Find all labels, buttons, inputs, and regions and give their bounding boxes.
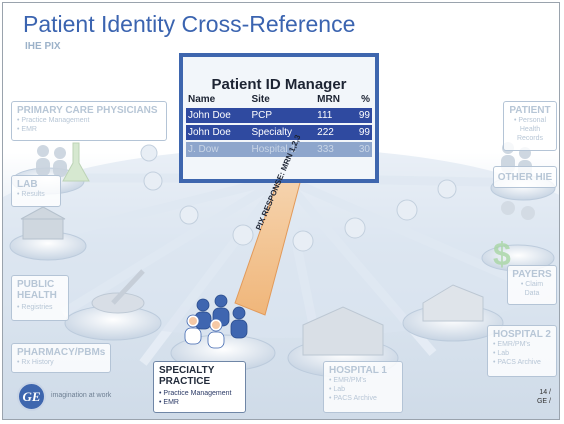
table-row: J. Dow Hospital 1 333 30 <box>186 140 372 157</box>
other-hie-heading: OTHER HIE <box>497 172 553 183</box>
hospital2-heading: HOSPITAL 2 <box>493 329 551 340</box>
specialty-heading-1: SPECIALTY <box>159 365 215 376</box>
table-row: John Doe Specialty 222 99 <box>186 123 372 141</box>
hospital1-item-2: • Lab <box>329 386 346 393</box>
pcp-box: PRIMARY CARE PHYSICIANS • Practice Manag… <box>11 101 167 141</box>
table-row: John Doe PCP 111 99 <box>186 106 372 124</box>
payers-item-2: Data <box>524 290 540 297</box>
public-health-heading-1: PUBLIC <box>17 279 55 290</box>
public-health-box: PUBLIC HEALTH • Registries <box>11 275 69 321</box>
public-health-heading-2: HEALTH <box>17 290 57 301</box>
cell-mrn: 111 <box>315 106 352 124</box>
footer-tagline: imagination at work <box>51 392 112 399</box>
specialty-item-1: • Practice Management <box>159 390 232 397</box>
cell-name: J. Dow <box>186 140 250 157</box>
ge-logo-icon: GE <box>17 382 46 411</box>
patient-item-2: Health <box>519 126 541 133</box>
pcp-item-1: • Practice Management <box>17 117 90 124</box>
cell-site: PCP <box>249 106 316 124</box>
col-pct: % <box>361 94 370 105</box>
cell-mrn: 222 <box>315 123 352 141</box>
pharmacy-item-1: • Rx History <box>17 359 54 366</box>
page-number-line-1: 14 / <box>539 389 551 396</box>
hospital2-box: HOSPITAL 2 • EMR/PM's • Lab • PACS Archi… <box>487 325 557 377</box>
patient-heading: PATIENT <box>509 105 551 116</box>
pharmacy-heading: PHARMACY/PBMs <box>17 347 106 358</box>
cell-pct: 99 <box>351 106 372 124</box>
slide-subtitle: IHE PIX <box>25 41 61 52</box>
hospital2-item-2: • Lab <box>493 350 510 357</box>
col-mrn: MRN <box>317 94 340 105</box>
hospital1-item-3: • PACS Archive <box>329 395 377 402</box>
pcp-item-2: • EMR <box>17 126 37 133</box>
cell-site: Specialty <box>249 123 316 141</box>
specialty-item-2: • EMR <box>159 399 179 406</box>
hospital1-item-1: • EMR/PM's <box>329 377 367 384</box>
page-number: 14 / GE / <box>525 388 551 406</box>
patient-box: PATIENT • Personal Health Records <box>503 101 557 151</box>
hospital1-box: HOSPITAL 1 • EMR/PM's • Lab • PACS Archi… <box>323 361 403 413</box>
pharmacy-box: PHARMACY/PBMs • Rx History <box>11 343 111 373</box>
pcp-heading: PRIMARY CARE PHYSICIANS <box>17 105 158 116</box>
col-site: Site <box>251 94 270 105</box>
slide: $ Patient Identity Cross-Reference IHE P… <box>2 2 560 420</box>
page-number-line-2: GE / <box>536 398 551 405</box>
manager-table: Name Site MRN % John Doe PCP 111 99 John… <box>186 93 372 157</box>
svg-text:$: $ <box>493 236 511 272</box>
hospital2-item-1: • EMR/PM's <box>493 341 531 348</box>
lab-item-1: • Results <box>17 191 45 198</box>
cell-name: John Doe <box>186 106 250 124</box>
patient-item-1: • Personal <box>513 117 547 124</box>
patient-item-3: Records <box>516 135 544 142</box>
manager-header-row: Name Site MRN % <box>186 93 372 107</box>
specialty-people-icon <box>184 294 248 349</box>
manager-title: Patient ID Manager <box>211 76 347 93</box>
hospital2-item-3: • PACS Archive <box>493 359 541 366</box>
cell-name: John Doe <box>186 123 250 141</box>
other-hie-box: OTHER HIE <box>493 166 557 188</box>
slide-title: Patient Identity Cross-Reference <box>23 11 356 37</box>
cell-site: Hospital 1 <box>249 140 316 157</box>
specialty-heading-2: PRACTICE <box>159 376 211 387</box>
lab-heading: LAB <box>17 179 38 190</box>
specialty-practice-box: SPECIALTY PRACTICE • Practice Management… <box>153 361 246 413</box>
lab-box: LAB • Results <box>11 175 61 207</box>
public-health-item-1: • Registries <box>17 304 53 311</box>
payers-heading: PAYERS <box>512 269 552 280</box>
payers-box: PAYERS • Claim Data <box>507 265 557 305</box>
cell-pct: 99 <box>351 123 372 141</box>
col-name: Name <box>188 94 216 105</box>
patient-id-manager-panel: Patient ID Manager Name Site MRN % John … <box>179 53 379 183</box>
hospital1-heading: HOSPITAL 1 <box>329 365 387 376</box>
cell-mrn: 333 <box>315 140 352 157</box>
payers-item-1: • Claim <box>520 281 544 288</box>
cell-pct: 30 <box>351 140 372 157</box>
background-illustration: $ <box>3 142 559 378</box>
